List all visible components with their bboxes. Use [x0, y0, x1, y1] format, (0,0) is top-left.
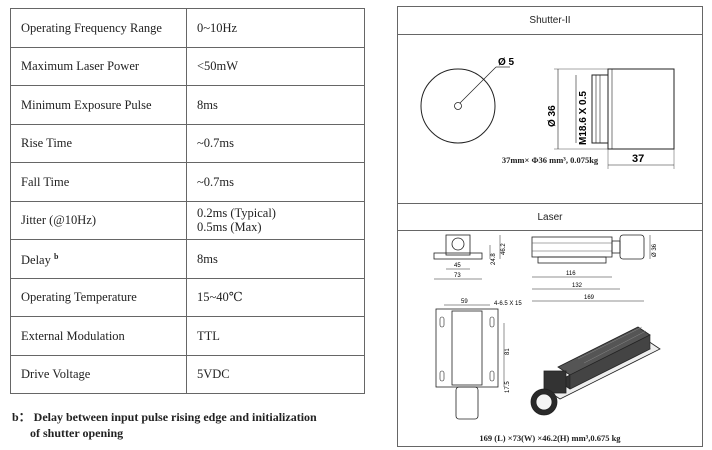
dim-81: 81 — [505, 348, 511, 355]
shutter-body — [607, 68, 675, 150]
spec-value: 0.2ms (Typical) 0.5ms (Max) — [186, 200, 365, 240]
spec-value-line2: 0.5ms (Max) — [197, 220, 262, 235]
spec-value: ~0.7ms — [186, 162, 365, 202]
laser-isometric — [530, 326, 661, 416]
table-row: Minimum Exposure Pulse 8ms — [10, 85, 365, 125]
mount-hole — [439, 370, 445, 382]
mount-hole — [489, 370, 495, 382]
shutter-aperture — [454, 102, 462, 110]
spec-param: External Modulation — [10, 316, 187, 356]
spec-param: Operating Temperature — [10, 277, 187, 317]
dim-169: 169 — [584, 295, 595, 301]
spec-param: Maximum Laser Power — [10, 46, 187, 86]
table-row: Operating Temperature 15~40℃ — [10, 277, 365, 317]
dim-45: 45 — [454, 263, 461, 269]
spec-param: Operating Frequency Range — [10, 8, 187, 48]
dim-thread: M18.6 X 0.5 — [578, 91, 589, 145]
spec-value: <50mW — [186, 46, 365, 86]
shutter-caption: 37mm× Φ36 mm³, 0.075kg — [501, 155, 599, 165]
spec-param: Drive Voltage — [10, 354, 187, 394]
laser-front-body — [445, 234, 471, 256]
leader-line — [459, 66, 497, 104]
table-row: Operating Frequency Range 0~10Hz — [10, 8, 365, 48]
dim-132: 132 — [572, 283, 583, 289]
dim-dia36: Ø 36 — [652, 243, 658, 257]
dim-46-2: 46.2 — [501, 243, 507, 255]
laser-header: Laser — [398, 203, 702, 231]
dim-length: 37 — [632, 153, 644, 165]
laser-caption: 169 (L) ×73(W) ×46.2(H) mm³,0.675 kg — [479, 433, 621, 443]
table-row: Fall Time ~0.7ms — [10, 162, 365, 202]
laser-front-base — [433, 252, 483, 260]
spec-value: TTL — [186, 316, 365, 356]
dim-73: 73 — [454, 273, 461, 279]
spec-param-text: Delay — [21, 253, 51, 268]
drawings-panel: Shutter-II Ø 5 Ø 36 M18.6 X 0.5 37 37mm×… — [397, 6, 703, 447]
footnote-line2: of shutter opening — [30, 426, 124, 440]
laser-side-shutter — [619, 234, 645, 260]
spec-value: ~0.7ms — [186, 123, 365, 163]
laser-front-lens — [451, 237, 465, 251]
laser-side-collar — [611, 240, 621, 254]
table-row: Drive Voltage 5VDC — [10, 354, 365, 394]
spec-param: Jitter (@10Hz) — [10, 200, 187, 240]
shutter-header: Shutter-II — [398, 7, 702, 35]
spec-value: 0~10Hz — [186, 8, 365, 48]
table-row: External Modulation TTL — [10, 316, 365, 356]
spec-value: 15~40℃ — [186, 277, 365, 317]
mount-hole — [439, 316, 445, 328]
laser-top-body — [451, 310, 483, 386]
laser-side-base — [537, 256, 607, 264]
laser-top-base — [435, 308, 499, 388]
spec-param: Rise Time — [10, 123, 187, 163]
dim-24-8: 24.8 — [491, 253, 497, 265]
dim-diameter: Ø 36 — [547, 105, 558, 127]
footnote-marker: b — [53, 252, 59, 262]
spec-param: Delay b — [10, 239, 187, 279]
spec-value: 5VDC — [186, 354, 365, 394]
table-row: Rise Time ~0.7ms — [10, 123, 365, 163]
laser-drawing: 45 73 24.8 46.2 Ø 36 116 132 169 59 4-6.… — [433, 234, 661, 420]
shutter-front-circle — [420, 68, 496, 144]
shutter-drawing: Ø 5 Ø 36 M18.6 X 0.5 37 — [420, 57, 675, 169]
table-row: Maximum Laser Power <50mW — [10, 46, 365, 86]
spec-table: Operating Frequency Range 0~10Hz Maximum… — [10, 8, 365, 394]
dim-holes: 4-6.5 X 15 — [494, 301, 522, 307]
spec-value: 8ms — [186, 239, 365, 279]
dim-116: 116 — [566, 271, 576, 277]
laser-top-shutter — [455, 386, 479, 420]
dim-17-5: 17.5 — [505, 381, 511, 393]
dim-59: 59 — [461, 299, 468, 305]
footnote: b： Delay between input pulse rising edge… — [12, 409, 342, 441]
spec-value-line1: 0.2ms (Typical) — [197, 206, 276, 221]
table-row: Jitter (@10Hz) 0.2ms (Typical) 0.5ms (Ma… — [10, 200, 365, 240]
table-row: Delay b 8ms — [10, 239, 365, 279]
spec-param: Minimum Exposure Pulse — [10, 85, 187, 125]
dim-aperture: Ø 5 — [498, 57, 515, 68]
laser-side-body — [531, 236, 613, 258]
spec-value: 8ms — [186, 85, 365, 125]
footnote-line1: b： Delay between input pulse rising edge… — [12, 410, 317, 424]
mount-hole — [489, 316, 495, 328]
spec-param: Fall Time — [10, 162, 187, 202]
